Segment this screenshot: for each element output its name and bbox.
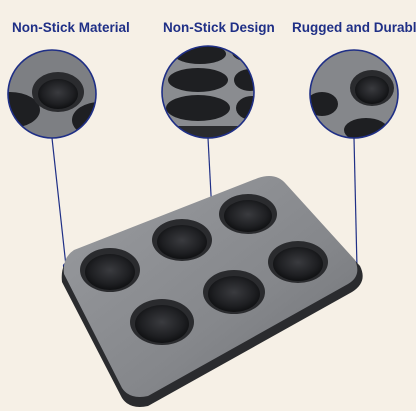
callout-zoom-design (161, 45, 255, 139)
callout-line-1 (51, 137, 67, 267)
feature-label-non-stick-material: Non-Stick Material (12, 20, 130, 35)
callout-zoom-material (7, 49, 97, 139)
cup-1 (219, 194, 277, 234)
cup-3 (80, 248, 140, 292)
feature-label-non-stick-design: Non-Stick Design (163, 20, 275, 35)
cup-6 (130, 299, 194, 345)
feature-label-rugged-and-durable: Rugged and Durable (292, 20, 416, 35)
callout-line-3 (353, 137, 358, 269)
muffin-pan (61, 176, 363, 407)
cup-4 (268, 241, 328, 283)
cup-5 (203, 270, 265, 314)
callout-zoom-durable (309, 49, 399, 139)
cup-2 (152, 219, 212, 261)
